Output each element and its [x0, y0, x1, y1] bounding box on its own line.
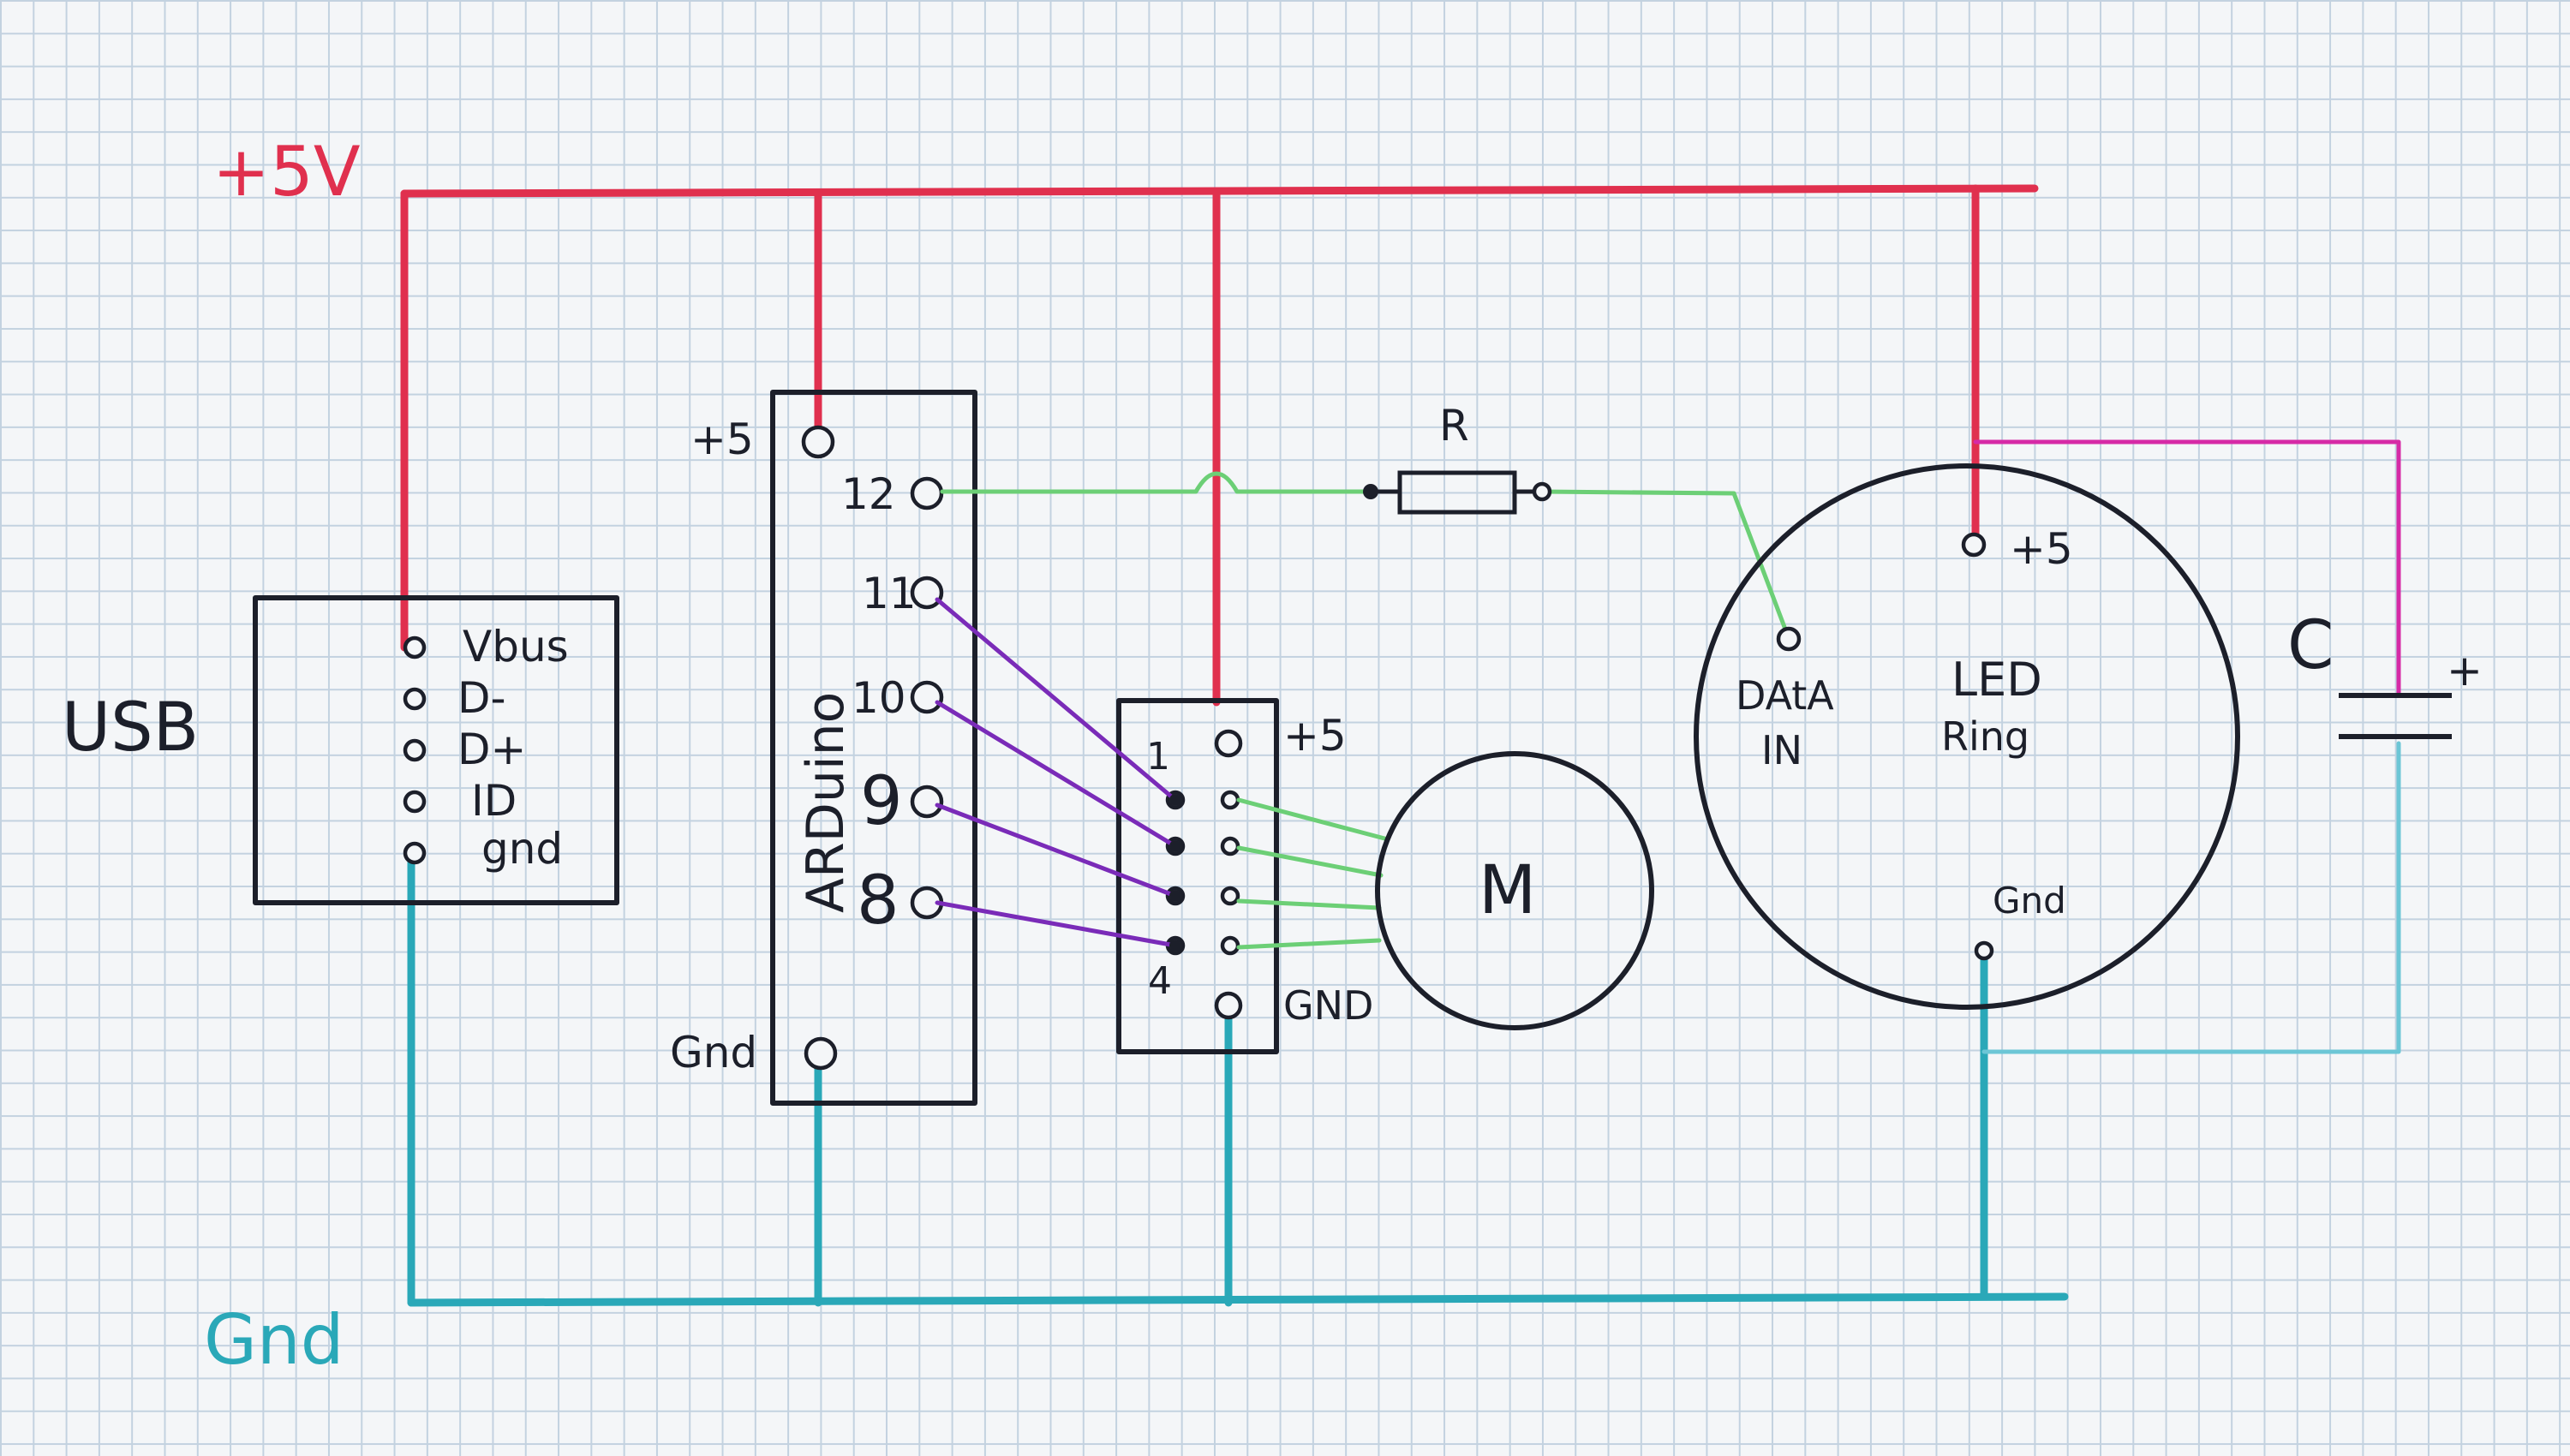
motor [1375, 751, 1654, 1030]
driver-pin-last-label: 4 [1148, 959, 1172, 1003]
led-ring-pin-data-in [1776, 626, 1802, 652]
arduino-pin-9 [910, 785, 944, 819]
usb-label: USB [62, 689, 199, 767]
led-ring-title-line1: LED [1951, 653, 2042, 707]
led-ring-data-label-line2: IN [1761, 727, 1802, 773]
motor-coil-wires [1236, 797, 1390, 950]
arduino-pin-12-label: 12 [841, 469, 896, 519]
driver-pin-5v-label: +5 [1283, 711, 1347, 761]
driver-pin-5v [1214, 729, 1243, 758]
arduino-pin-5v-label: +5 [690, 415, 754, 464]
capacitor-label: C [2287, 607, 2334, 684]
resistor [1397, 470, 1517, 515]
led-ring-title-line2: Ring [1941, 713, 2029, 760]
usb-pin-vbus: Vbus [463, 622, 569, 671]
arduino-pin-gnd [804, 1036, 838, 1071]
usb-pin-id: ID [471, 776, 517, 826]
led-ring-data-label-line1: DAtA [1736, 672, 1834, 719]
plus5v-rail-label: +5V [212, 132, 361, 212]
motor-control-wires [935, 597, 1178, 948]
arduino-pin-11 [910, 576, 944, 610]
arduino-board [770, 390, 977, 1106]
led-ring-pin-5v [1961, 532, 1987, 558]
arduino-pin-12 [910, 476, 944, 510]
driver-output-pins [1220, 790, 1240, 956]
arduino-pin-gnd-label: Gnd [670, 1028, 757, 1077]
led-ring-pin-gnd [1974, 940, 1994, 961]
driver-input-pins [1165, 790, 1186, 956]
plus5v-rail [400, 184, 2039, 707]
motor-label: M [1479, 852, 1536, 929]
capacitor [2339, 693, 2452, 739]
arduino-pin-10-label: 10 [852, 673, 906, 723]
arduino-pin-10 [910, 680, 944, 714]
motor-control-wire-dots [1169, 794, 1181, 952]
led-ring-pin-gnd-label: Gnd [1993, 880, 2066, 922]
arduino-pin-11-label: 11 [862, 569, 917, 618]
cap-gnd-wire [1981, 741, 2401, 1054]
usb-pin-gnd: gnd [481, 824, 563, 874]
capacitor-polarity: + [2447, 646, 2483, 695]
resistor-lead-dot-left [1363, 484, 1378, 499]
arduino-pin-5v [801, 425, 835, 459]
usb-pin-dminus: D- [457, 673, 506, 723]
usb-pin-markers [403, 636, 427, 865]
led-ring-pin-5v-label: +5 [2010, 524, 2073, 574]
cap-plus-wire [1973, 439, 2401, 696]
gnd-rail [407, 849, 2069, 1307]
gnd-rail-label: Gnd [204, 1300, 344, 1380]
data-signal-wire [940, 471, 1790, 636]
resistor-label: R [1439, 401, 1469, 451]
driver-pin-gnd-label: GND [1283, 982, 1373, 1029]
arduino-label: ARDuino [796, 692, 856, 913]
arduino-pin-8-label: 8 [857, 862, 900, 940]
usb-pin-dplus: D+ [457, 725, 526, 774]
led-ring [1694, 463, 2240, 1010]
arduino-pin-9-label: 9 [860, 763, 903, 840]
resistor-lead-dot-right [1532, 481, 1552, 502]
motor-driver-header [1116, 698, 1279, 1054]
usb-connector [253, 595, 619, 905]
driver-pin-first-label: 1 [1146, 735, 1170, 779]
driver-pin-gnd [1214, 991, 1243, 1020]
